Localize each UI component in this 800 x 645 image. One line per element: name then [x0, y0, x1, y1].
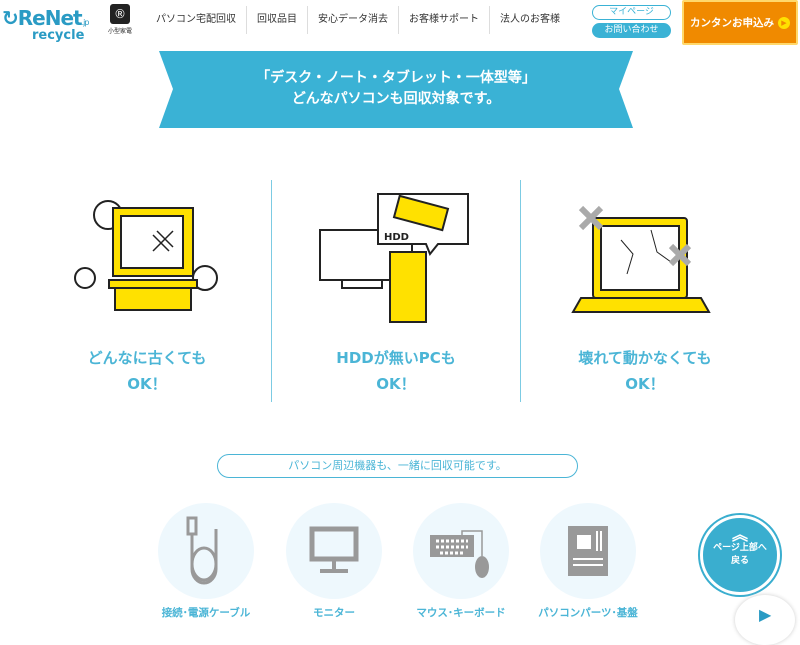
logo-sub: recycle	[32, 28, 85, 43]
banner: 「デスク・ノート・タブレット・一体型等」どんなパソコンも回収対象です。	[159, 51, 633, 128]
logo-circle-icon: ↻	[2, 6, 19, 30]
main-nav: パソコン宅配回収 回収品目 安心データ消去 お客様サポート 法人のお客様	[146, 6, 570, 34]
item-label: モニター	[313, 607, 355, 619]
feature-no-hdd: HDD HDDが無いPCも OK！	[272, 180, 520, 402]
nav-item-data-erase[interactable]: 安心データ消去	[308, 6, 399, 34]
banner-shape	[159, 51, 633, 128]
double-chevron-up-icon: ︽	[731, 525, 748, 544]
item-monitor: モニター	[279, 503, 389, 620]
arrow-right-icon: ▶	[778, 16, 790, 29]
keyboard-mouse-icon	[430, 530, 489, 578]
item-label: 接続･電源ケーブル	[161, 607, 251, 619]
badge-icon: ®	[110, 4, 130, 24]
apply-button[interactable]: カンタンお申込み ▶	[682, 0, 798, 45]
divider	[271, 180, 272, 402]
divider	[520, 180, 521, 402]
back-to-top-button[interactable]: ︽ ページ上部へ 戻る	[700, 515, 780, 595]
renet-logo[interactable]: ↻ReNet.jp recycle	[2, 6, 102, 46]
item-label: パソコンパーツ･基盤	[538, 607, 638, 619]
item-pc-parts: パソコンパーツ･基盤	[533, 503, 643, 620]
feature-old-title: どんなに古くても	[87, 349, 207, 367]
feature-old-ok: OK！	[127, 375, 167, 393]
badge-text: 小型家電	[107, 28, 132, 35]
header: ↻ReNet.jp recycle ® 小型家電 パソコン宅配回収 回収品目 安…	[0, 0, 800, 48]
monitor-icon	[309, 526, 359, 573]
mypage-button[interactable]: マイページ	[592, 5, 671, 20]
nav-item-support[interactable]: お客様サポート	[399, 6, 490, 34]
item-label: マウス･キーボード	[416, 607, 506, 619]
nav-item-pickup[interactable]: パソコン宅配回収	[146, 6, 247, 34]
feature-old: どんなに古くても OK！	[23, 180, 271, 402]
banner-line2: どんなパソコンも回収対象です。	[291, 91, 501, 107]
feature-broken-ok: OK！	[625, 375, 665, 393]
desktop-hdd-icon: HDD	[319, 193, 469, 323]
feature-hdd-ok: OK！	[376, 375, 416, 393]
feature-hdd-title: HDDが無いPCも	[336, 349, 456, 367]
contact-button[interactable]: お問い合わせ	[592, 23, 671, 38]
item-keyboard-mouse: マウス･キーボード	[406, 503, 516, 620]
logo-main: ReNet	[17, 6, 83, 30]
apply-label: カンタンお申込み	[690, 17, 774, 29]
banner-line1: 「デスク・ノート・タブレット・一体型等」	[256, 70, 536, 86]
certification-badge: ® 小型家電	[106, 4, 134, 44]
broken-laptop-icon	[571, 205, 711, 313]
back-to-top-line2: 戻る	[730, 556, 749, 566]
old-computer-icon	[74, 200, 218, 311]
nav-item-items[interactable]: 回収品目	[247, 6, 308, 34]
peripherals-heading: パソコン周辺機器も、一緒に回収可能です。	[217, 454, 578, 478]
hdd-label: HDD	[384, 232, 409, 243]
nav-item-corporate[interactable]: 法人のお客様	[500, 14, 560, 25]
motherboard-icon	[568, 526, 608, 576]
logo-tld: .jp	[81, 18, 90, 27]
play-right-icon: ▶	[759, 605, 772, 624]
cable-icon	[186, 516, 218, 585]
next-arrow-button[interactable]: ▶	[735, 595, 795, 645]
item-cable: 接続･電源ケーブル	[151, 503, 261, 620]
feature-broken-title: 壊れて動かなくても	[578, 349, 712, 367]
back-to-top-line1: ページ上部へ	[713, 543, 767, 553]
feature-broken: 壊れて動かなくても OK！	[521, 180, 769, 402]
